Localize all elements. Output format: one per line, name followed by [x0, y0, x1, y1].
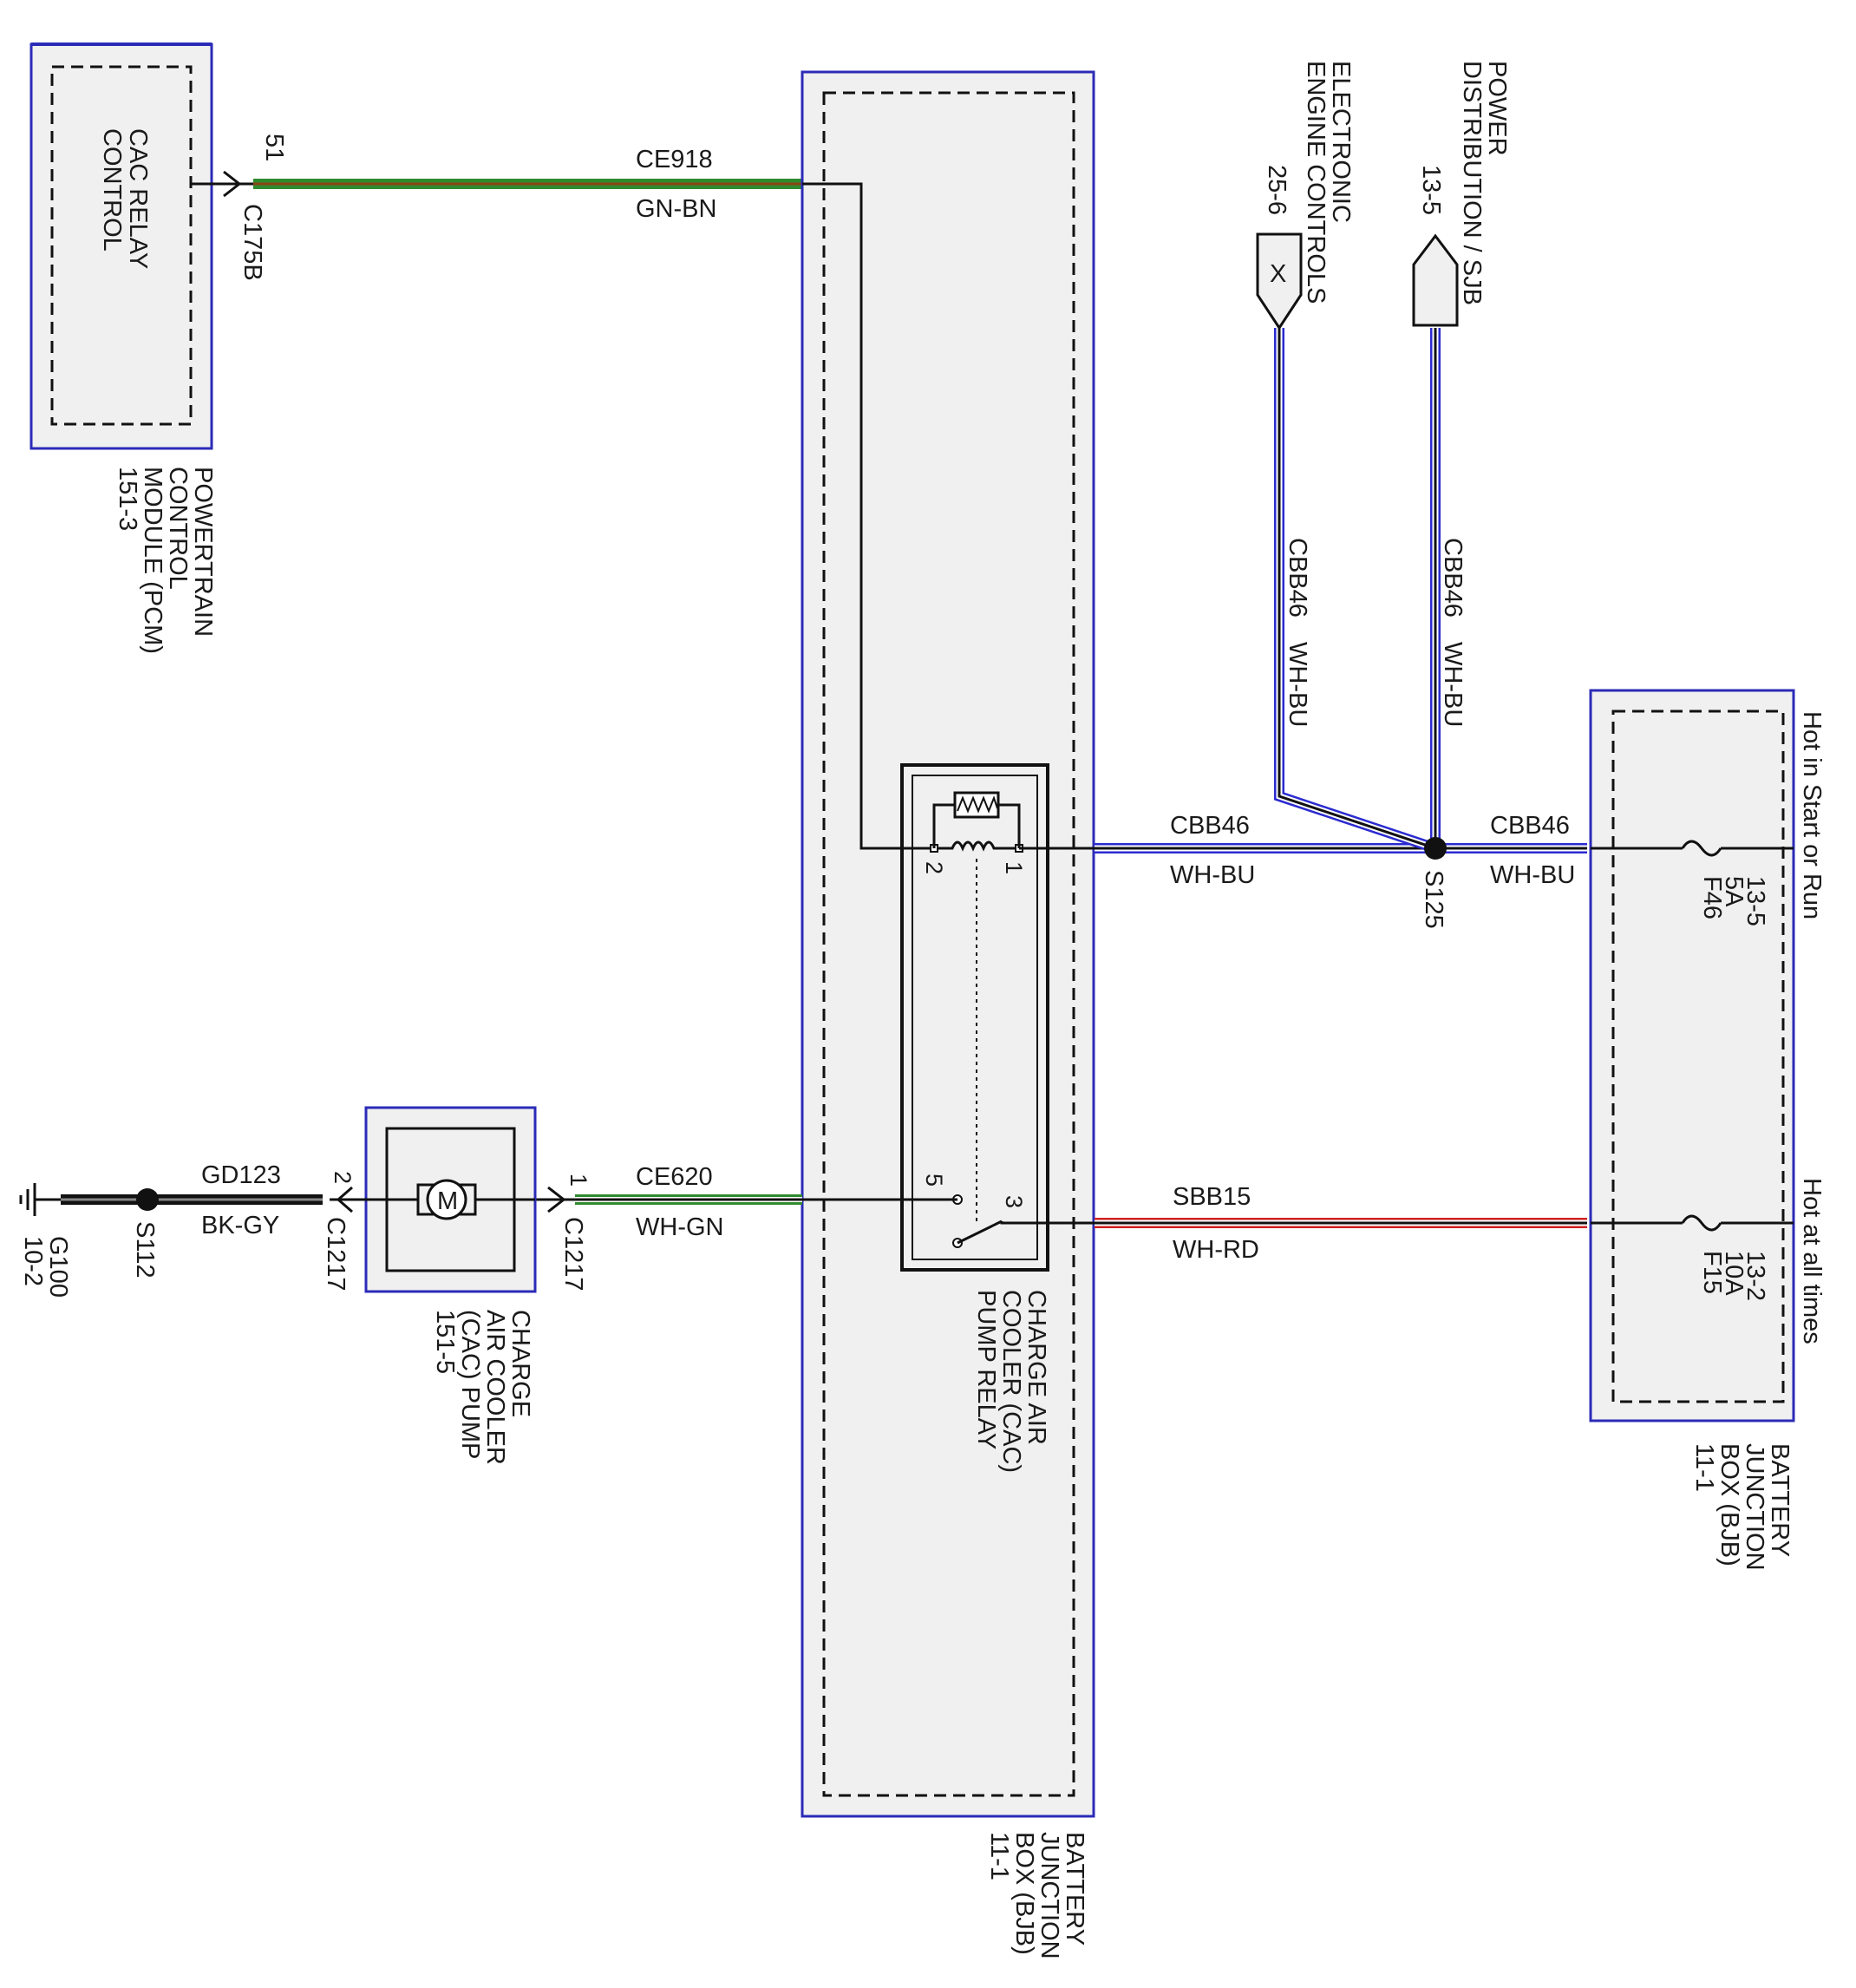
eec-symbol: X — [1270, 260, 1286, 288]
pcm-module: CAC RELAY CONTROL — [29, 43, 213, 450]
relay-pin-1: 1 — [1001, 861, 1027, 874]
hot-all-times-label: Hot at all times — [1798, 1178, 1826, 1344]
motor-symbol: M — [437, 1187, 458, 1215]
ground-icon — [19, 1183, 61, 1216]
fuse-f46-label: F46 5A 13-5 — [1698, 876, 1769, 926]
connector-arrow-icon — [547, 1186, 566, 1213]
wire-cbb46-right-circuit: CBB46 — [1490, 812, 1570, 840]
pcm-internal-label: CAC RELAY CONTROL — [98, 128, 152, 276]
splice-s112-label: S112 — [131, 1221, 159, 1278]
pcm-connector-label: C175B — [239, 204, 266, 281]
connector-arrow-icon — [336, 1186, 353, 1213]
pcm-label: POWERTRAIN CONTROL MODULE (PCM) 151-3 — [114, 467, 217, 661]
wire-cbb46-eec — [1274, 328, 1437, 853]
wire-cbb46-pd-circuit: CBB46 — [1439, 538, 1467, 618]
power-dist-ref: 13-5 — [1417, 165, 1445, 215]
wire-cbb46-eec-circuit: CBB46 — [1284, 538, 1311, 618]
wire-ce918-circuit: CE918 — [636, 146, 713, 173]
power-dist-connector — [1412, 233, 1459, 327]
wire-gd123-color: BK-GY — [201, 1212, 279, 1239]
relay-coil-icon — [934, 840, 1019, 852]
bjb-main-label: BATTERY JUNCTION BOX (BJB) 11-1 — [985, 1832, 1088, 1966]
wire-cbb46-pd-color: WH-BU — [1439, 642, 1467, 727]
pump-pin-out: 2 — [330, 1171, 356, 1184]
wire-cbb46-right-color: WH-BU — [1490, 861, 1575, 889]
relay-pin-3: 3 — [1001, 1195, 1027, 1208]
eec-connector: X — [1256, 232, 1303, 330]
wire-gd123-circuit: GD123 — [201, 1161, 281, 1189]
bjb-right-label: BATTERY JUNCTION BOX (BJB) 11-1 — [1690, 1443, 1794, 1578]
relay-label: CHARGE AIR COOLER (CAC) PUMP RELAY — [972, 1290, 1050, 1480]
fuse-f46-icon — [1681, 840, 1722, 857]
splice-s112 — [136, 1188, 159, 1211]
relay-resistor-icon — [957, 795, 998, 814]
fuse-f15-label: F15 10A 13-2 — [1698, 1251, 1769, 1301]
relay-pin-5: 5 — [921, 1174, 947, 1187]
wire-ce620-color: WH-GN — [636, 1213, 723, 1241]
motor-icon — [426, 1179, 467, 1220]
connector-arrow-icon — [223, 170, 242, 198]
eec-ref: 25-6 — [1263, 165, 1291, 215]
wire-sbb15-circuit: SBB15 — [1173, 1183, 1251, 1211]
wire-ce918-color: GN-BN — [636, 195, 716, 223]
pump-connector-in: C1217 — [559, 1217, 587, 1291]
hot-start-run-label: Hot in Start or Run — [1798, 711, 1826, 919]
wire-cbb46-eec-color: WH-BU — [1284, 642, 1311, 727]
fuse-f15-icon — [1681, 1214, 1722, 1232]
eec-label: ELECTRONIC ENGINE CONTROLS — [1302, 61, 1355, 304]
pcm-pin-label: 51 — [260, 134, 288, 161]
relay-pin-2: 2 — [921, 861, 947, 874]
bjb-main-module — [801, 70, 1095, 1818]
power-dist-label: POWER DISTRIBUTION / SJB — [1458, 61, 1511, 305]
ground-label: G100 10-2 — [19, 1236, 72, 1305]
pump-connector-out: C1217 — [322, 1217, 350, 1291]
splice-s125 — [1424, 837, 1447, 860]
pump-label: CHARGE AIR COOLER (CAC) PUMP 151-5 — [431, 1310, 534, 1472]
pump-pin-in: 1 — [565, 1174, 591, 1187]
wire-ce620-circuit: CE620 — [636, 1163, 713, 1191]
wire-cbb46-left-circuit: CBB46 — [1170, 812, 1250, 840]
bjb-right-module — [1589, 689, 1795, 1422]
wire-sbb15-color: WH-RD — [1173, 1236, 1259, 1264]
wire-cbb46-left-color: WH-BU — [1170, 861, 1255, 889]
splice-s125-label: S125 — [1420, 870, 1448, 929]
cac-pump-module: M — [330, 1106, 537, 1293]
